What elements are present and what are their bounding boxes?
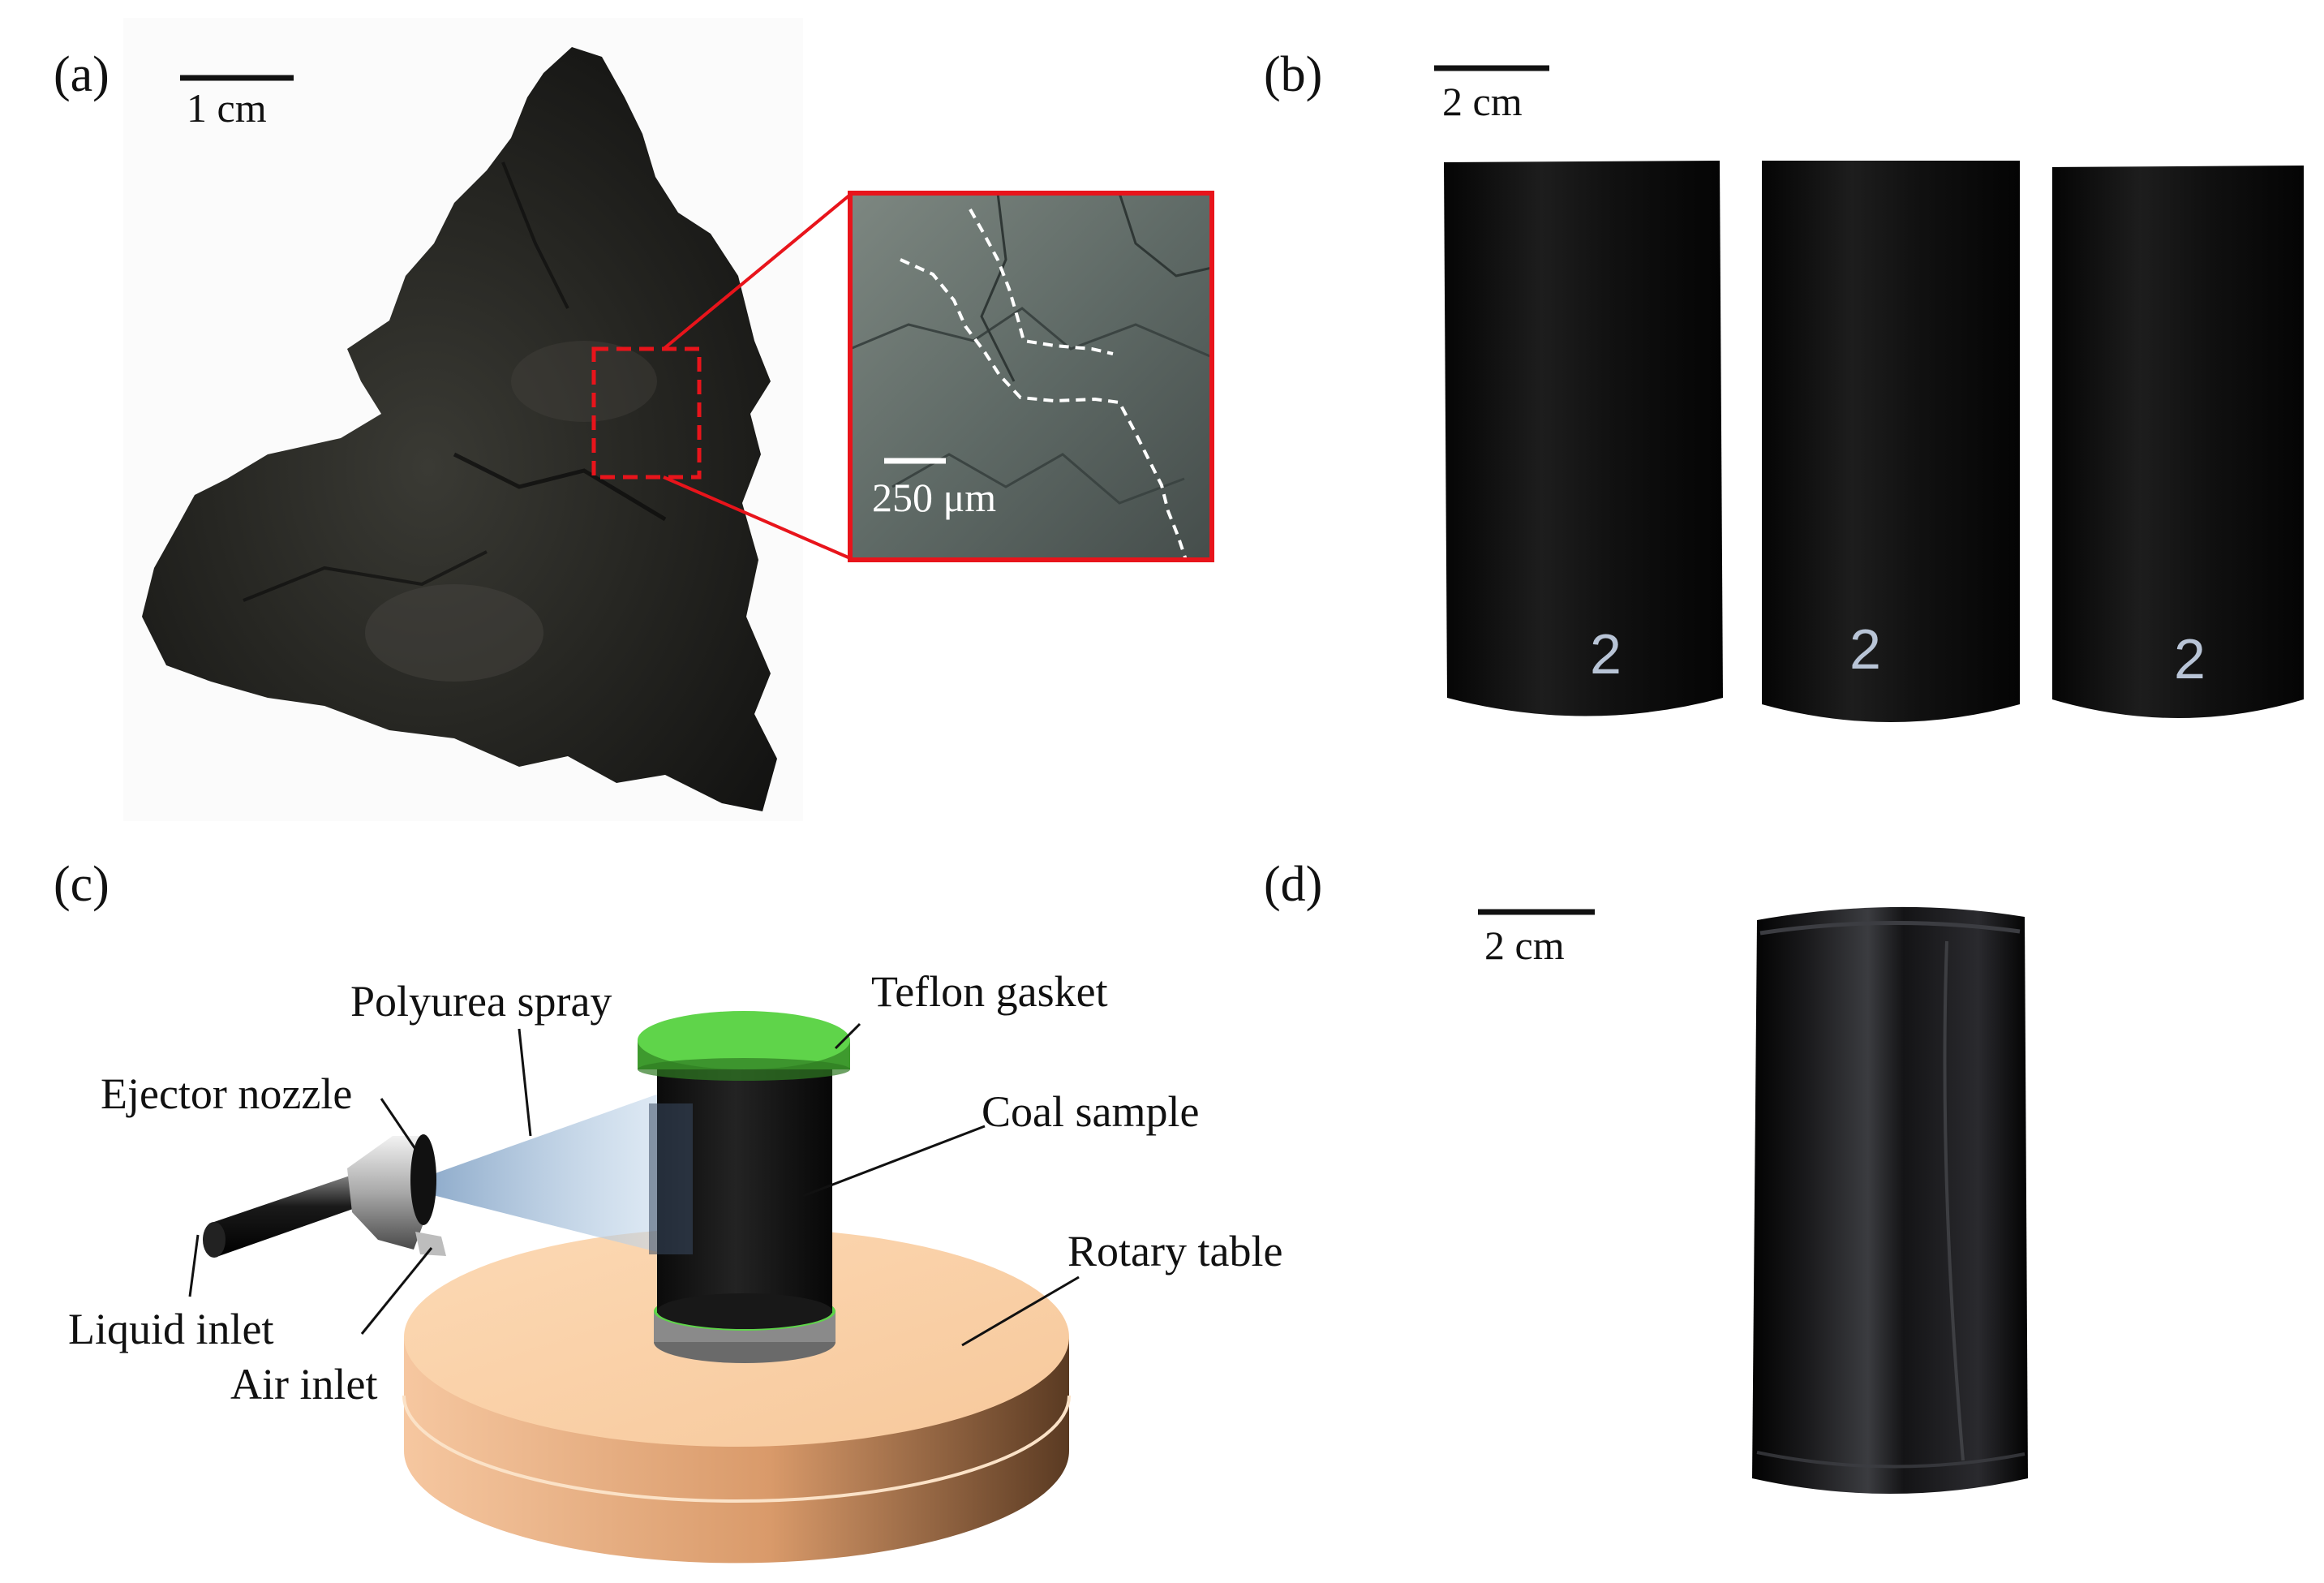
- sample-mark: 2: [1849, 617, 1881, 681]
- leader-line: [834, 1022, 861, 1050]
- panel-d: (d) 2 cm: [1264, 857, 2028, 1494]
- zoom-connector-line: [663, 475, 851, 560]
- nozzle-tip: [410, 1134, 436, 1225]
- panel-label-c: (c): [54, 857, 110, 912]
- teflon-gasket-top: [638, 1011, 850, 1069]
- panel-label-a: (a): [54, 47, 110, 102]
- callout-polyurea-spray: Polyurea spray: [350, 977, 612, 1026]
- leader-line: [961, 1275, 1080, 1347]
- leader-line: [188, 1234, 200, 1297]
- rock-fissure: [501, 161, 569, 309]
- coal-core-sample-1: 2: [1444, 161, 1723, 716]
- sample-mark: 2: [2174, 627, 2206, 690]
- leader-line: [360, 1247, 433, 1335]
- fracture-trace: [969, 209, 1114, 355]
- polyurea-spray-cone: [422, 1094, 673, 1256]
- coal-sample-bottom: [657, 1293, 832, 1329]
- spray-impact-glow: [649, 1103, 693, 1254]
- panel-b: (b) 2 cm 2 2 2: [1264, 47, 2304, 722]
- panel-label-b: (b): [1264, 47, 1322, 102]
- callout-air-inlet: Air inlet: [230, 1360, 377, 1409]
- scale-label-d: 2 cm: [1484, 923, 1565, 968]
- panel-c: (c): [54, 857, 1282, 1564]
- rock-fissure: [243, 550, 488, 602]
- liquid-inlet-pipe: [209, 1173, 367, 1256]
- rotary-table: [402, 1228, 1071, 1564]
- coal-rock-specimen: [142, 47, 777, 811]
- leader-line: [802, 1125, 986, 1198]
- coal-sample-assembly: [638, 1011, 850, 1363]
- zoom-region-box: [591, 346, 702, 480]
- scale-label-a: 1 cm: [187, 85, 267, 131]
- coating-edge: [1756, 1451, 2025, 1469]
- zoom-connector-line: [662, 193, 852, 351]
- panel-a: 250 μm (a) 1 cm: [54, 18, 1214, 821]
- callout-liquid-inlet: Liquid inlet: [68, 1305, 273, 1353]
- inset-frame: [848, 191, 1214, 562]
- coating-seam: [1943, 940, 1965, 1461]
- coal-core-sample-3: 2: [2052, 166, 2304, 718]
- polyurea-coated-sample: [1752, 906, 2028, 1494]
- pipe-end: [203, 1222, 226, 1258]
- callout-ejector-nozzle: Ejector nozzle: [101, 1069, 352, 1118]
- rock-highlight: [365, 584, 543, 682]
- ejector-nozzle-assembly: [203, 1134, 446, 1258]
- leader-line: [380, 1098, 417, 1150]
- rock-highlight: [511, 341, 657, 422]
- callout-coal-sample: Coal sample: [982, 1087, 1199, 1136]
- coating-edge: [1759, 921, 2021, 936]
- coal-core-sample-2: 2: [1762, 161, 2020, 722]
- sample-mark: 2: [1590, 622, 1622, 686]
- rock-fissure: [453, 452, 667, 522]
- scale-label-b: 2 cm: [1442, 79, 1523, 124]
- inset-scale-label: 250 μm: [872, 475, 996, 520]
- micrograph-inset: 250 μm: [848, 191, 1214, 562]
- air-inlet-port: [415, 1232, 446, 1256]
- fracture-trace: [900, 258, 1188, 560]
- callout-rotary-table: Rotary table: [1067, 1227, 1282, 1275]
- panel-label-d: (d): [1264, 857, 1322, 912]
- callout-teflon-gasket: Teflon gasket: [871, 967, 1108, 1016]
- leader-line: [518, 1028, 532, 1137]
